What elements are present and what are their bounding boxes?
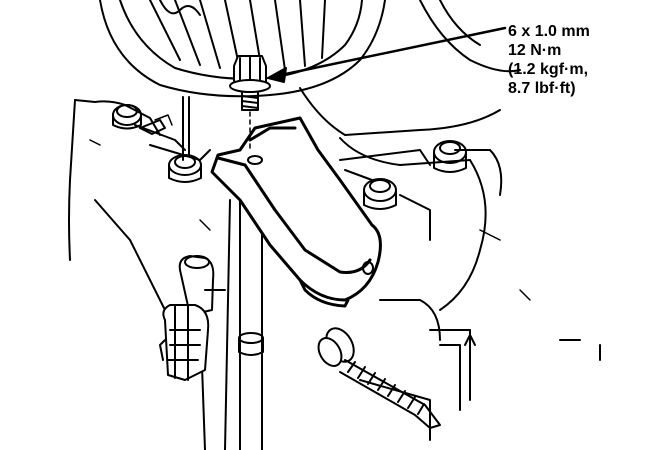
electrical-connector-icon	[159, 255, 226, 381]
mounting-bracket-icon	[210, 116, 382, 308]
torque-lbfft-text: 8.7 lbf·ft)	[508, 80, 576, 97]
bolt-size-text: 6 x 1.0 mm	[508, 23, 590, 40]
flange-bolt-icon	[229, 55, 271, 151]
housing-details	[89, 114, 531, 301]
right-housing	[339, 140, 601, 441]
callout-leader	[267, 26, 507, 83]
torque-kgfm-text: (1.2 kgf·m,	[508, 61, 589, 78]
threaded-stud-icon	[317, 327, 441, 429]
torque-spec-callout: 6 x 1.0 mm 12 N·m (1.2 kgf·m, 8.7 lbf·ft…	[508, 22, 658, 98]
torque-nm-text: 12 N·m	[508, 42, 562, 59]
left-housing	[68, 96, 211, 331]
engine-housing-casting	[99, 0, 521, 311]
